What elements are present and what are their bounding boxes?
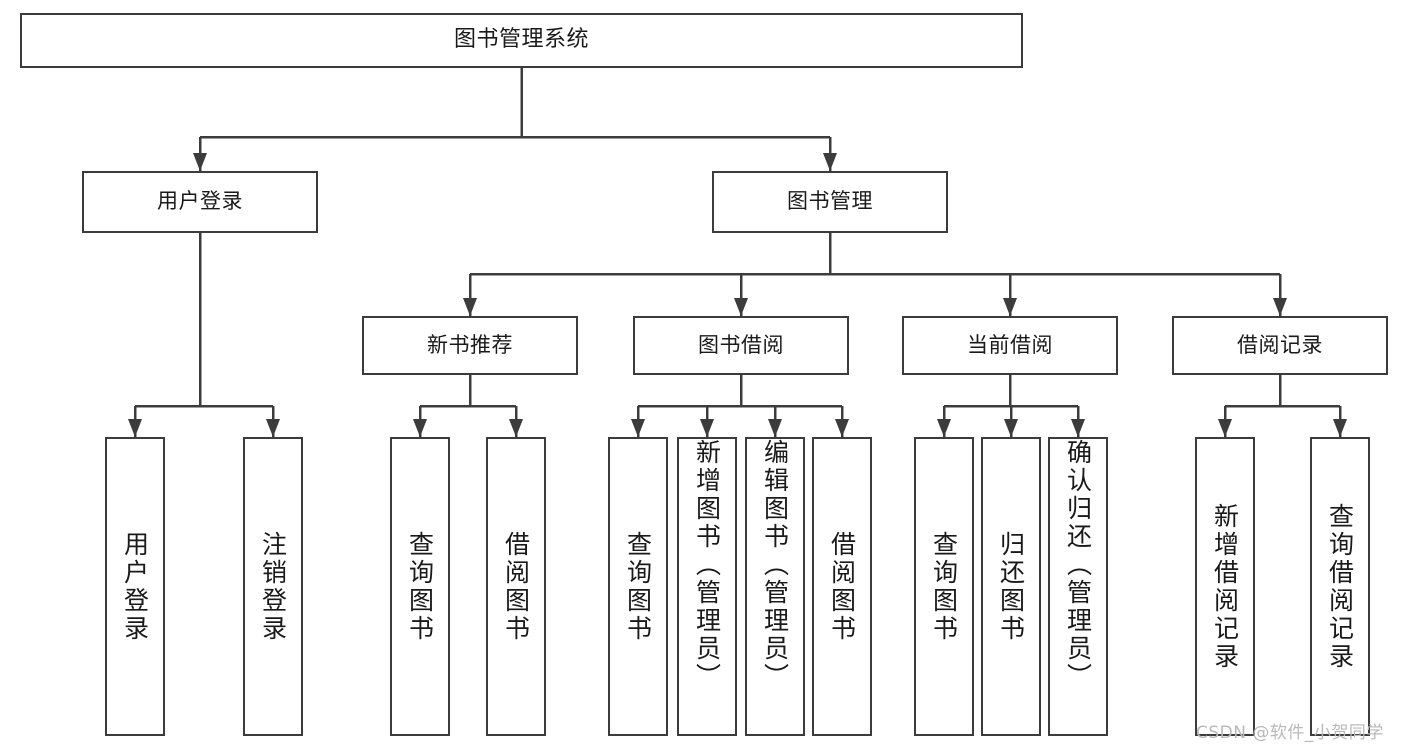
node-l-rc-add[interactable]: 新增借阅记录 (1195, 437, 1255, 736)
node-borrow[interactable]: 图书借阅 (633, 316, 849, 375)
node-label: 图书管理系统 (453, 27, 589, 53)
node-label: 借阅图书 (827, 530, 857, 643)
node-login[interactable]: 用户登录 (82, 171, 318, 233)
node-l-cb-query[interactable]: 查询图书 (914, 437, 974, 736)
arrow-head-l-logout (266, 419, 280, 437)
arrow-head-l-bk-query (631, 419, 645, 437)
node-label: 查询图书 (623, 530, 653, 643)
arrow-head-current (1003, 298, 1017, 316)
node-l-nb-query[interactable]: 查询图书 (390, 437, 450, 736)
node-label: 编辑图书（管理员） (760, 439, 790, 691)
node-l-bk-query[interactable]: 查询图书 (608, 437, 668, 736)
node-label: 查询图书 (405, 530, 435, 643)
node-l-bk-borrow[interactable]: 借阅图书 (812, 437, 872, 736)
arrow-head-l-bk-borrow (835, 419, 849, 437)
arrow-head-login (193, 153, 207, 171)
node-label: 图书管理 (787, 189, 873, 214)
node-l-bk-edit[interactable]: 编辑图书（管理员） (745, 437, 805, 736)
arrow-head-l-rc-add (1218, 419, 1232, 437)
node-label: 新增借阅记录 (1210, 502, 1240, 671)
node-bookmgmt[interactable]: 图书管理 (712, 171, 948, 233)
node-l-rc-query[interactable]: 查询借阅记录 (1310, 437, 1370, 736)
node-label: 当前借阅 (967, 332, 1053, 357)
arrow-head-l-cb-query (937, 419, 951, 437)
node-label: 用户登录 (120, 530, 150, 643)
node-label: 查询借阅记录 (1325, 502, 1355, 671)
arrow-head-records (1273, 298, 1287, 316)
arrow-head-l-bk-add (700, 419, 714, 437)
arrow-head-l-cb-confirm (1071, 419, 1085, 437)
node-l-logout[interactable]: 注销登录 (243, 437, 303, 736)
arrow-head-l-bk-edit (768, 419, 782, 437)
arrow-head-l-nb-borrow (509, 419, 523, 437)
arrow-head-borrow (734, 298, 748, 316)
node-label: 图书借阅 (698, 332, 784, 357)
arrow-head-bookmgmt (823, 153, 837, 171)
node-label: 确认归还（管理员） (1063, 439, 1093, 691)
node-label: 查询图书 (929, 530, 959, 643)
node-label: 归还图书 (996, 530, 1026, 643)
node-l-bk-add[interactable]: 新增图书（管理员） (677, 437, 737, 736)
arrow-head-l-rc-query (1333, 419, 1347, 437)
arrow-head-l-login (128, 419, 142, 437)
node-l-cb-confirm[interactable]: 确认归还（管理员） (1048, 437, 1108, 736)
node-l-login[interactable]: 用户登录 (105, 437, 165, 736)
node-root[interactable]: 图书管理系统 (20, 13, 1023, 68)
node-label: 注销登录 (258, 530, 288, 643)
node-label: 新增图书（管理员） (692, 439, 722, 691)
node-l-nb-borrow[interactable]: 借阅图书 (486, 437, 546, 736)
node-newbook[interactable]: 新书推荐 (362, 316, 578, 375)
node-current[interactable]: 当前借阅 (902, 316, 1118, 375)
arrow-head-l-cb-return (1004, 419, 1018, 437)
arrow-head-newbook (463, 298, 477, 316)
node-label: 用户登录 (157, 189, 243, 214)
arrow-head-l-nb-query (413, 419, 427, 437)
node-label: 借阅图书 (501, 530, 531, 643)
node-label: 新书推荐 (427, 332, 513, 357)
node-label: 借阅记录 (1237, 332, 1323, 357)
node-l-cb-return[interactable]: 归还图书 (981, 437, 1041, 736)
node-records[interactable]: 借阅记录 (1172, 316, 1388, 375)
